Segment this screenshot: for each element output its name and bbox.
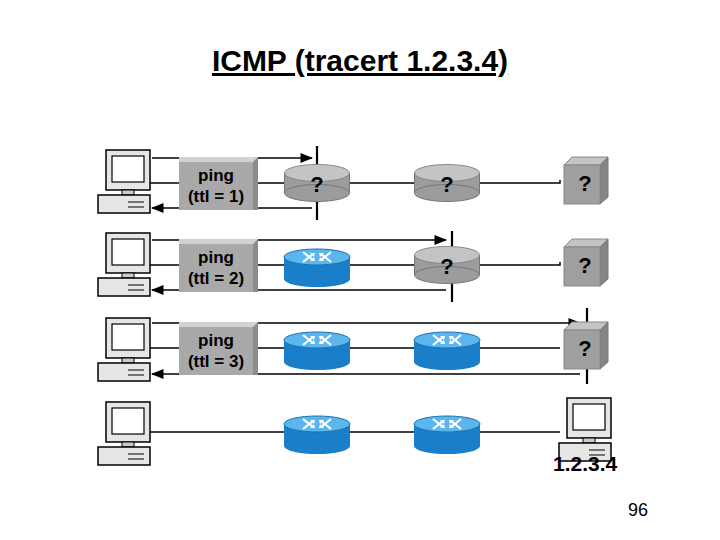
router-icon (414, 416, 480, 454)
unknown-host: ? (560, 237, 610, 287)
question-mark: ? (578, 328, 591, 362)
question-mark: ? (310, 168, 323, 198)
pc-icon (98, 318, 150, 381)
router-icon (414, 332, 480, 370)
probe-box: ping (ttl = 2) (179, 239, 258, 292)
probe-arrows (152, 146, 587, 384)
network-link (480, 180, 560, 183)
network-wires (150, 183, 560, 432)
question-mark: ? (578, 163, 591, 197)
pc-icon (98, 150, 150, 213)
slide-title: ICMP (tracert 1.2.3.4) (0, 44, 720, 78)
probe-label: ping (ttl = 1) (187, 165, 245, 207)
ip-address: 1.2.3.4 (553, 452, 617, 476)
router-icon (284, 249, 350, 287)
router-icon (284, 332, 350, 370)
pc-icon (98, 233, 150, 296)
network-link (480, 262, 560, 265)
probe-label: ping (ttl = 2) (187, 247, 245, 289)
unknown-router: ? (284, 164, 350, 202)
pc-icon (98, 402, 150, 465)
network-link (350, 182, 414, 184)
probe-box: ping (ttl = 3) (179, 322, 258, 375)
question-mark: ? (578, 245, 591, 279)
question-mark: ? (440, 168, 453, 198)
probe-box: ping (ttl = 1) (179, 157, 258, 210)
unknown-router: ? (414, 164, 480, 202)
probe-label: ping (ttl = 3) (187, 330, 245, 372)
question-mark: ? (440, 250, 453, 280)
unknown-host: ? (560, 155, 610, 205)
router-icon (284, 416, 350, 454)
page-number: 96 (628, 500, 648, 521)
unknown-host: ? (560, 320, 610, 370)
unknown-router: ? (414, 246, 480, 284)
pc-icon (559, 398, 611, 461)
